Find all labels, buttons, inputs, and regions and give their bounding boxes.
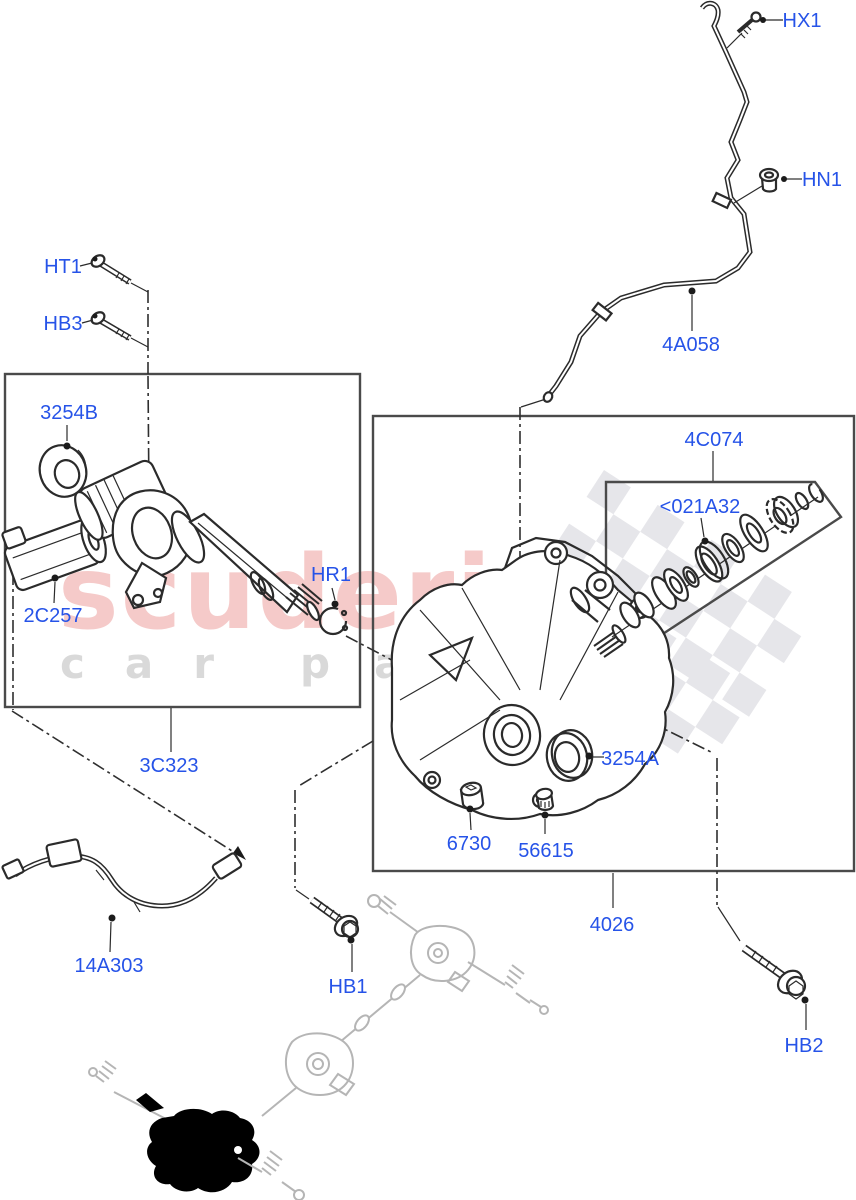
diff-group-box-4026 bbox=[371, 414, 856, 873]
part-label-021a32[interactable]: <021A32 bbox=[660, 496, 741, 518]
actuator-assembly-drawing bbox=[1, 444, 349, 636]
part-label-6730[interactable]: 6730 bbox=[447, 833, 492, 855]
bolt-ht1-drawing bbox=[79, 254, 149, 293]
part-labels: HX1 HN1 4A058 HT1 HB3 3254B 2C257 HR1 3C… bbox=[24, 10, 842, 1057]
part-label-hb3[interactable]: HB3 bbox=[44, 313, 83, 335]
vent-tube-drawing bbox=[542, 0, 753, 403]
bolt-hb3-drawing bbox=[81, 311, 149, 348]
seal-3254a-drawing bbox=[545, 729, 594, 782]
screw-hx1-drawing bbox=[726, 11, 762, 49]
part-label-ht1[interactable]: HT1 bbox=[44, 256, 82, 278]
label-leader-lines bbox=[53, 17, 809, 1030]
differential-housing-drawing bbox=[390, 536, 675, 821]
part-label-hr1[interactable]: HR1 bbox=[311, 564, 351, 586]
part-label-56615[interactable]: 56615 bbox=[518, 840, 574, 862]
part-label-3c323[interactable]: 3C323 bbox=[140, 755, 199, 777]
part-label-2c257[interactable]: 2C257 bbox=[24, 605, 83, 627]
axle-location-reference-drawing bbox=[88, 894, 549, 1200]
nut-hn1-drawing bbox=[733, 167, 780, 204]
highlighted-front-diff bbox=[136, 1093, 260, 1193]
bolt-hb1-drawing bbox=[309, 896, 360, 939]
part-label-4c074[interactable]: 4C074 bbox=[685, 429, 744, 451]
bearing-kit-drawing bbox=[611, 483, 824, 638]
part-label-hx1[interactable]: HX1 bbox=[783, 10, 822, 32]
part-label-hn1[interactable]: HN1 bbox=[802, 169, 842, 191]
part-label-hb2[interactable]: HB2 bbox=[785, 1035, 824, 1057]
part-label-4a058[interactable]: 4A058 bbox=[662, 334, 720, 356]
part-label-hb1[interactable]: HB1 bbox=[329, 976, 368, 998]
part-label-4026[interactable]: 4026 bbox=[590, 914, 635, 936]
part-label-14a303[interactable]: 14A303 bbox=[75, 955, 144, 977]
bolt-hb2-drawing bbox=[741, 944, 807, 1000]
watermark-tagline-car: car bbox=[60, 639, 254, 688]
harness-drawing bbox=[1, 838, 243, 913]
plug-6730-drawing bbox=[459, 781, 485, 811]
part-label-3254a[interactable]: 3254A bbox=[601, 748, 659, 770]
plug-56615-drawing bbox=[535, 787, 555, 811]
part-label-3254b[interactable]: 3254B bbox=[40, 402, 98, 424]
